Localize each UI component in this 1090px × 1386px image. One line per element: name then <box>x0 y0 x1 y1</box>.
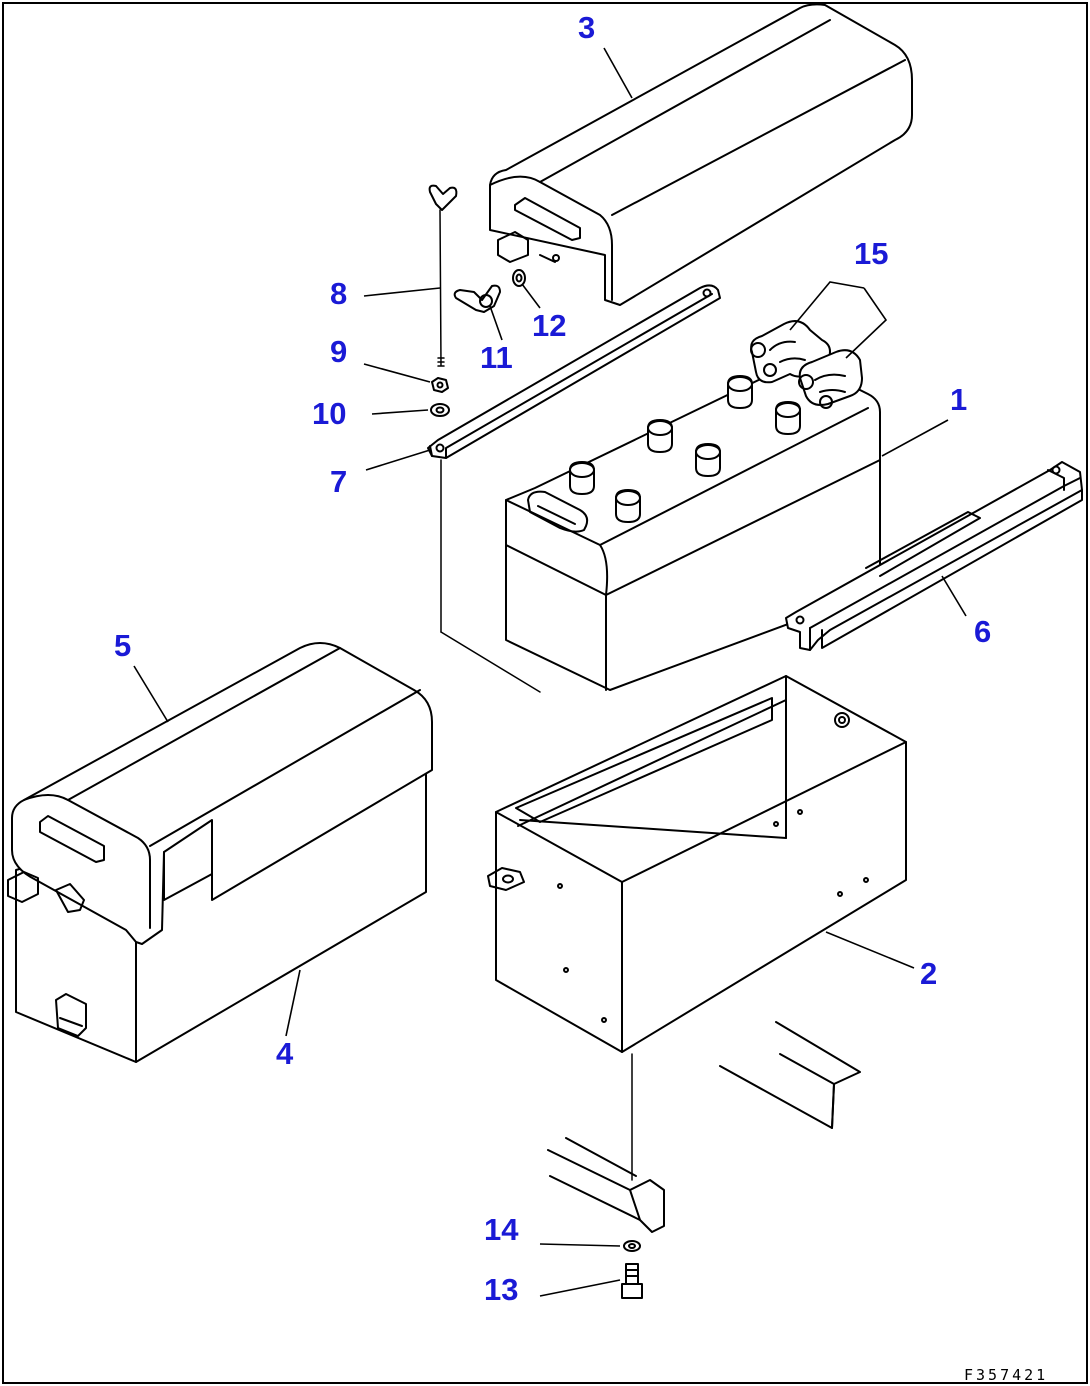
part-3-battery-cover <box>489 3 913 306</box>
callout-8: 8 <box>330 276 347 311</box>
callout-labels: 3 15 8 12 11 9 1 10 7 6 5 2 4 14 13 <box>114 10 991 1307</box>
leader-lines <box>133 47 967 1297</box>
callout-14: 14 <box>484 1212 519 1247</box>
part-9-nut <box>431 377 449 393</box>
part-8-rod <box>428 184 458 367</box>
part-2-battery-box <box>487 675 907 1053</box>
callout-10: 10 <box>312 396 346 431</box>
part-10-washer <box>430 403 450 417</box>
callout-4: 4 <box>276 1036 294 1071</box>
callout-12: 12 <box>532 308 566 343</box>
part-6-support-bar <box>785 461 1083 651</box>
mounting-bracket-left <box>547 1137 665 1233</box>
part-12-washer <box>512 269 526 287</box>
callout-5: 5 <box>114 628 131 663</box>
callout-13: 13 <box>484 1272 518 1307</box>
callout-15: 15 <box>854 236 888 271</box>
callout-2: 2 <box>920 956 937 991</box>
part-11-wing-nut <box>453 284 501 313</box>
mounting-bracket-right <box>719 1021 861 1129</box>
part-1-battery <box>505 359 881 691</box>
part-15-terminal-covers <box>750 320 863 409</box>
part-13-bolt <box>621 1263 643 1299</box>
part-5-battery-cover-assembled <box>7 642 433 945</box>
part-14-washer <box>623 1240 641 1252</box>
callout-9: 9 <box>330 334 347 369</box>
callout-3: 3 <box>578 10 595 45</box>
callout-1: 1 <box>950 382 967 417</box>
callout-11: 11 <box>480 340 513 375</box>
callout-7: 7 <box>330 464 347 499</box>
part-7-hold-down-bar <box>427 284 721 459</box>
battery-cells <box>569 375 801 523</box>
drawing-code: F357421 <box>964 1366 1048 1384</box>
callout-6: 6 <box>974 614 991 649</box>
